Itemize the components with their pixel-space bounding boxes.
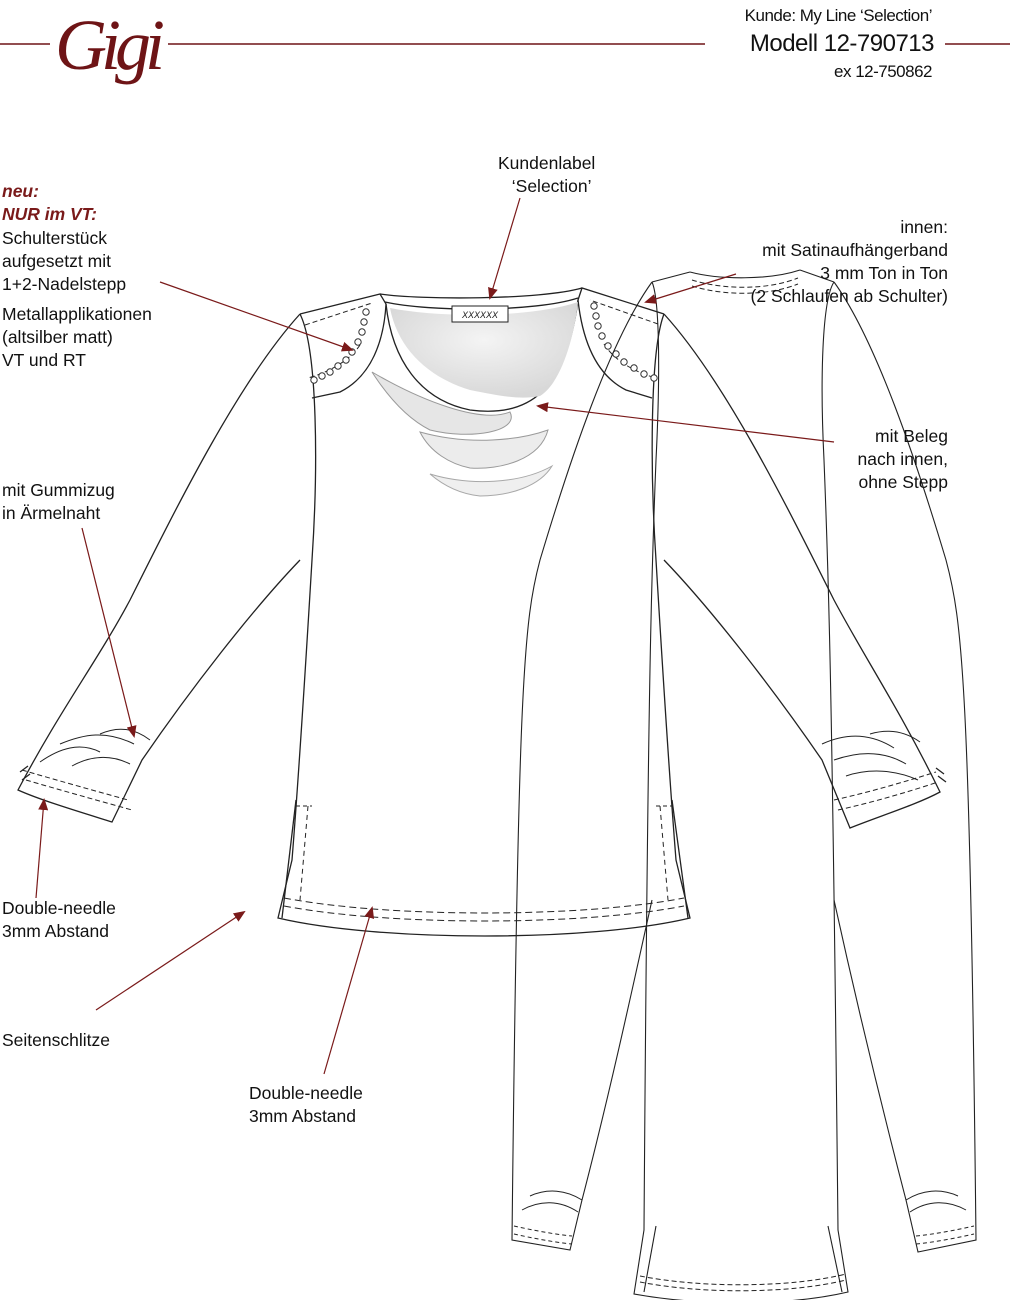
back-left-sleeve <box>511 281 653 1251</box>
note-double-needle-hem: Double-needle 3mm Abstand <box>249 1083 363 1126</box>
note-beleg: mit Beleg nach innen, ohne Stepp <box>857 426 949 492</box>
previous-model: ex 12-750862 <box>834 62 932 81</box>
metal-applications <box>310 302 658 384</box>
front-body-outline <box>277 313 691 937</box>
arrow-innen <box>644 273 737 304</box>
note-seitenschlitze: Seitenschlitze <box>2 1030 110 1050</box>
note-double-needle-sleeve: Double-needle 3mm Abstand <box>2 898 116 941</box>
arrow-gummizug <box>81 527 137 738</box>
arrow-double-bottom <box>323 906 375 1075</box>
note-neu: neu: NUR im VT: <box>2 181 97 224</box>
right-side-slit <box>671 799 689 919</box>
arrow-double-left <box>35 798 49 899</box>
neckline <box>379 287 583 299</box>
right-sleeve <box>663 313 941 829</box>
back-right-sleeve <box>833 281 977 1253</box>
note-metal-applications: Metallapplikationen (altsilber matt) VT … <box>2 304 152 370</box>
customer-label-tag: XXXXXX <box>451 305 509 323</box>
right-shoulder-piece <box>577 287 665 399</box>
left-side-slit <box>281 799 297 919</box>
arrow-shoulder-piece <box>159 281 354 352</box>
arrow-beleg <box>536 402 835 443</box>
customer-label: Kunde: My Line ‘Selection’ <box>744 6 933 25</box>
arrow-seitenschlitze <box>95 910 246 1011</box>
note-innen: innen: mit Satinaufhängerband 3 mm Ton i… <box>750 217 948 306</box>
brand-logo: Gigi <box>55 5 165 85</box>
arrow-kundenlabel <box>488 197 521 300</box>
label-tag-text: XXXXXX <box>461 310 499 320</box>
back-view <box>511 269 977 1300</box>
cowl-drape <box>371 302 578 497</box>
note-kundenlabel: Kundenlabel ‘Selection’ <box>498 153 596 196</box>
left-sleeve <box>17 313 301 823</box>
note-gummizug: mit Gummizug in Ärmelnaht <box>2 480 115 523</box>
left-shoulder-piece <box>299 293 387 399</box>
model-number: Modell 12-790713 <box>749 30 935 57</box>
annotation-arrows <box>35 197 835 1075</box>
back-body-outline <box>633 281 849 1300</box>
note-shoulder-piece: Schulterstück aufgesetzt mit 1+2-Nadelst… <box>2 228 127 294</box>
front-view <box>17 287 947 937</box>
